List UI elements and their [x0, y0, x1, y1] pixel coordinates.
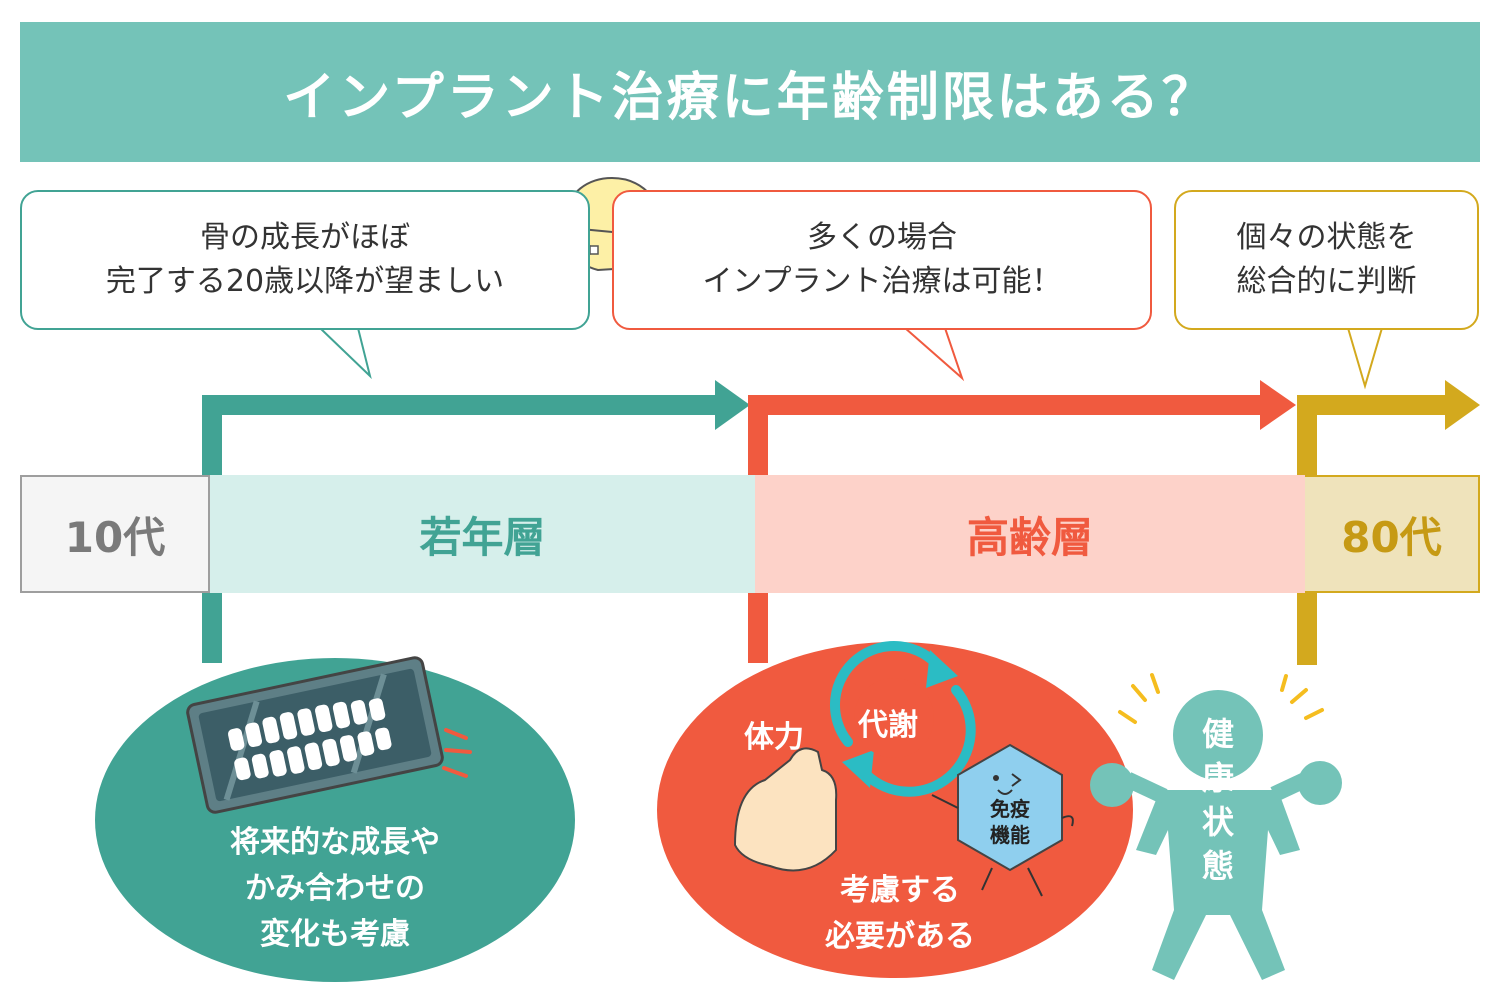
band-teens: 10代 — [20, 475, 210, 593]
bubble-young: 骨の成長がほぼ 完了する20歳以降が望ましい — [20, 190, 590, 330]
young-note-line3: 変化も考慮 — [260, 917, 410, 952]
bubble-senior-line2: インプラント治療は可能！ — [702, 264, 1062, 299]
bubble-eighty: 個々の状態を 総合的に判断 — [1174, 190, 1479, 330]
band-senior: 高齢層 — [755, 475, 1305, 593]
band-eighty: 80代 — [1305, 475, 1480, 593]
health-char-1: 健 — [1201, 715, 1234, 753]
flexed-arm-icon — [733, 747, 838, 872]
stamina-label: 体力 — [744, 720, 804, 755]
immunity-label-line1: 免疫 — [990, 797, 1030, 821]
young-note: 将来的な成長や かみ合わせの 変化も考慮 — [205, 820, 465, 958]
xray-teeth-icon — [186, 656, 444, 814]
health-status-label: 健 康 状 態 — [1198, 712, 1238, 888]
young-note-line2: かみ合わせの — [245, 871, 425, 906]
bubble-senior-line1: 多くの場合 — [807, 220, 957, 255]
immunity-label-line2: 機能 — [990, 823, 1030, 847]
immunity-label: 免疫 機能 — [984, 796, 1036, 848]
bubble-tail-senior — [902, 327, 965, 382]
health-char-4: 態 — [1201, 847, 1234, 885]
senior-note: 考慮する 必要がある — [800, 868, 1000, 960]
cycle-arrowheads — [842, 650, 958, 788]
health-rays-icon — [1118, 673, 1324, 724]
bubble-young-line2: 完了する20歳以降が望ましい — [105, 264, 505, 299]
metabolism-label: 代謝 — [858, 708, 918, 743]
immunity-hexagon-icon — [931, 743, 1074, 897]
bubble-eighty-line2: 総合的に判断 — [1236, 264, 1417, 299]
xray-emphasis-icon — [442, 728, 472, 778]
bubble-eighty-line1: 個々の状態を — [1236, 220, 1417, 255]
bubble-young-line1: 骨の成長がほぼ — [200, 220, 410, 255]
bubble-tail-young — [317, 327, 372, 380]
page-title: インプラント治療に年齢制限はある？ — [283, 67, 1217, 128]
band-young: 若年層 — [210, 475, 755, 593]
title-banner: インプラント治療に年齢制限はある？ — [20, 22, 1480, 162]
senior-note-line2: 必要がある — [825, 919, 975, 954]
metabolism-disc — [854, 678, 934, 758]
bubble-senior: 多くの場合 インプラント治療は可能！ — [612, 190, 1152, 330]
health-figure-icon — [1090, 690, 1342, 980]
bubble-tail-eighty — [1346, 327, 1384, 390]
senior-ellipse — [657, 642, 1133, 978]
senior-note-line1: 考慮する — [840, 873, 960, 908]
young-note-line1: 将来的な成長や — [230, 825, 440, 860]
cycle-arrows-icon — [829, 640, 976, 797]
health-char-3: 状 — [1201, 803, 1234, 841]
health-char-2: 康 — [1201, 759, 1234, 797]
